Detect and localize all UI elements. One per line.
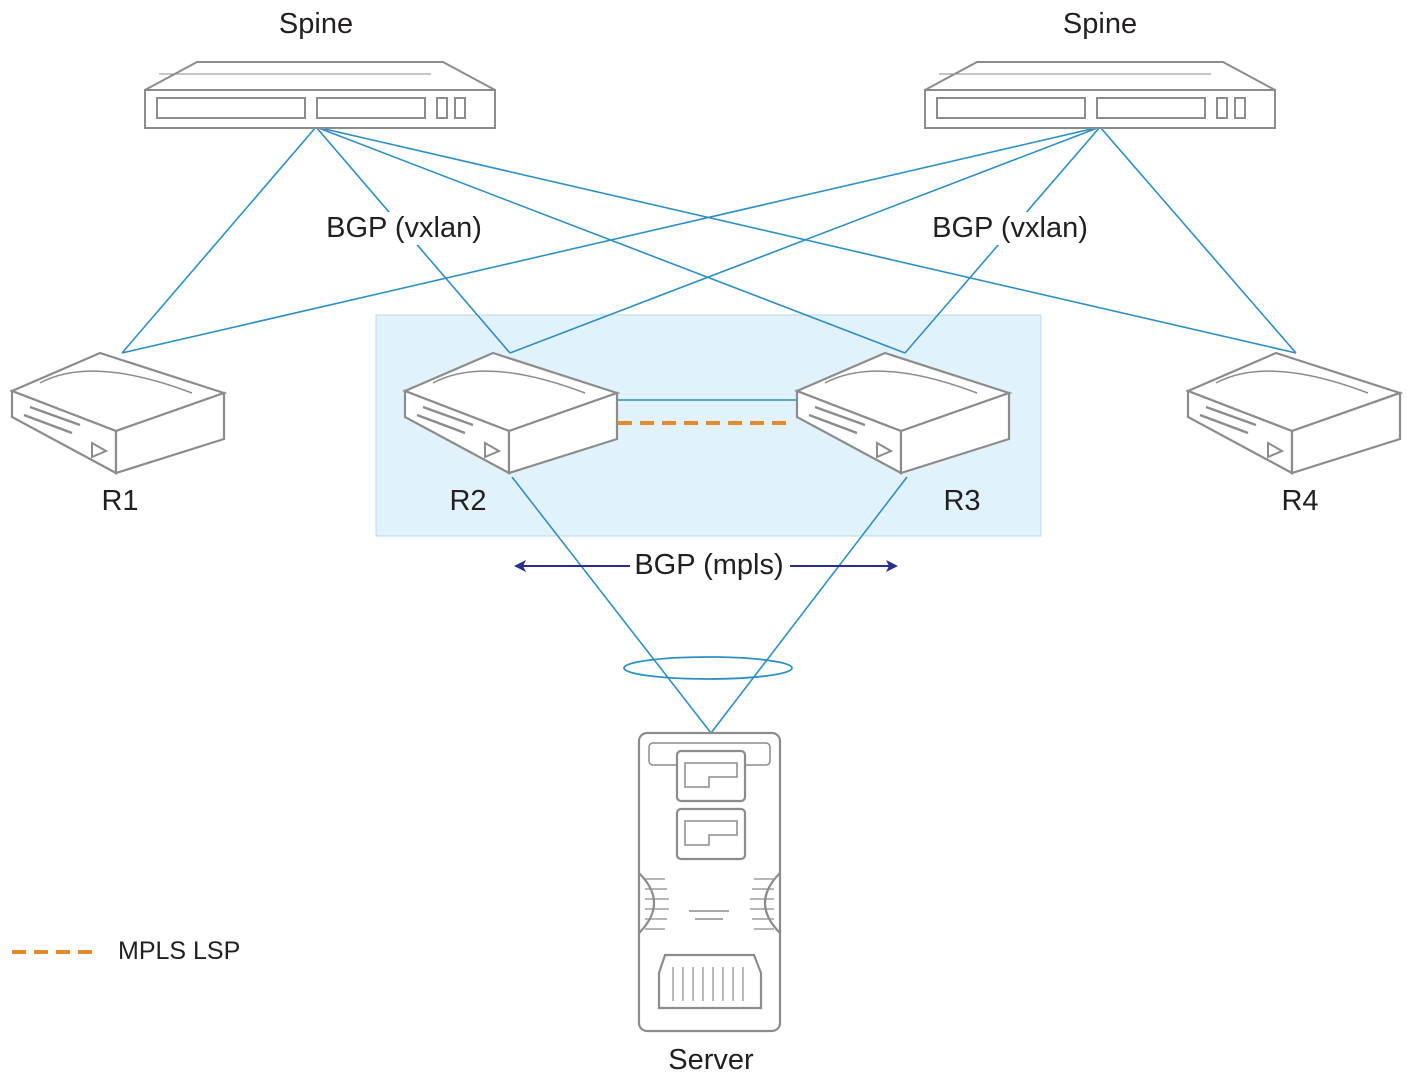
link-spine-right-r4	[1099, 126, 1297, 354]
bgp-vxlan-right-label: BGP (vxlan)	[929, 212, 1091, 245]
spine-right-label: Spine	[1062, 8, 1138, 40]
bgp-mpls-label: BGP (mpls)	[631, 549, 787, 582]
spine-right-device	[924, 61, 1276, 129]
router-r2-device	[402, 351, 621, 475]
router-r3-label: R3	[943, 485, 981, 517]
link-r3-server	[710, 476, 908, 734]
bgp-vxlan-left-label: BGP (vxlan)	[323, 212, 485, 245]
spine-left-device	[144, 61, 496, 129]
link-spine-left-r1	[121, 126, 317, 354]
router-r1-label: R1	[101, 485, 139, 517]
link-spine-right-r2	[509, 126, 1101, 354]
server-links	[511, 476, 908, 734]
router-r4-device	[1185, 351, 1404, 475]
lag-bundle-ellipse	[623, 656, 793, 680]
link-r2-server	[511, 476, 712, 734]
router-r2-label: R2	[449, 485, 487, 517]
link-spine-right-r1	[121, 126, 1101, 354]
router-r4-label: R4	[1281, 485, 1319, 517]
spine-leaf-links	[121, 126, 1297, 354]
router-r3-device	[794, 351, 1013, 475]
spine-left-label: Spine	[278, 8, 354, 40]
legend-mpls-lsp-label: MPLS LSP	[118, 937, 241, 965]
server-label: Server	[668, 1044, 754, 1076]
server-device	[637, 731, 782, 1033]
router-r1-device	[9, 351, 228, 475]
